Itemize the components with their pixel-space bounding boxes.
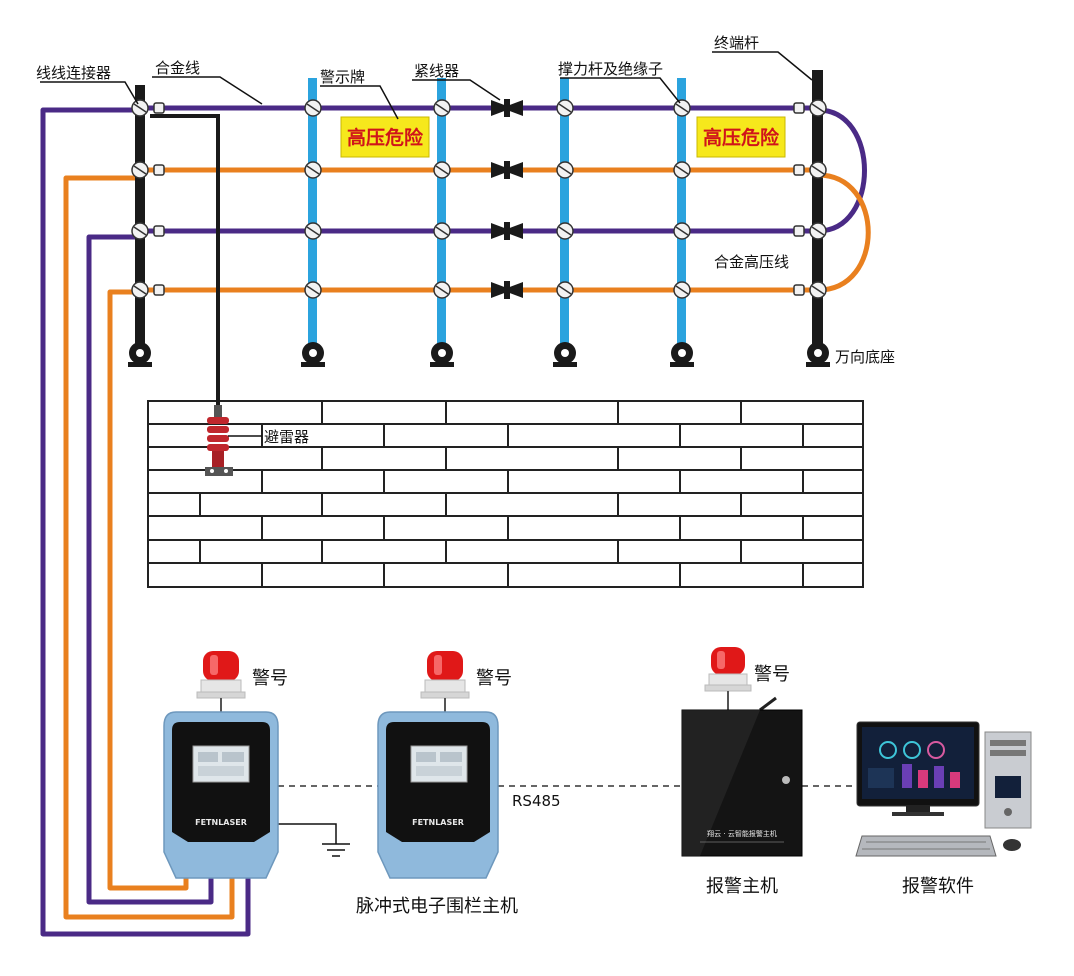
warning-sign-1: 高压危险	[340, 116, 430, 158]
label-support-pole: 撑力杆及绝缘子	[558, 60, 663, 78]
base-5	[670, 342, 694, 367]
label-tensioner: 紧线器	[414, 62, 459, 80]
insulators	[131, 99, 827, 299]
warning-sign-2: 高压危险	[696, 116, 786, 158]
tensioner-2	[491, 161, 523, 179]
label-alarm-2: 警号	[476, 668, 512, 689]
terminal-pole	[812, 70, 823, 345]
base-1	[128, 342, 152, 367]
pulse-fence-host-2: FETNLASER	[377, 711, 499, 879]
support-pole-2	[437, 78, 446, 346]
fence-poles	[135, 70, 823, 346]
feed-wire-orange-2	[107, 289, 189, 891]
base-6	[806, 342, 830, 367]
fence-wires	[140, 105, 871, 293]
label-alarm-1: 警号	[252, 668, 288, 689]
label-warning-sign: 警示牌	[320, 68, 365, 86]
alarm-host-cabinet: 翔云 · 云智能报警主机	[681, 696, 803, 857]
support-pole-3	[560, 78, 569, 346]
computer-mouse	[1003, 839, 1021, 851]
pulse-fence-host-1: FETNLASER	[163, 711, 279, 879]
label-alarm-3: 警号	[754, 664, 790, 685]
base-2	[301, 342, 325, 367]
hv-loop-orange	[817, 172, 871, 293]
computer-tower	[984, 731, 1032, 829]
alarm-beacon-3	[704, 647, 752, 710]
tensioner-3	[491, 222, 523, 240]
alarm-beacon-1	[196, 651, 246, 712]
label-hv-alloy-wire: 合金高压线	[714, 253, 789, 271]
computer-keyboard	[855, 835, 997, 857]
feed-wire-orange-1	[63, 175, 235, 920]
label-pulse-host: 脉冲式电子围栏主机	[356, 896, 518, 917]
device-brand-2: FETNLASER	[412, 818, 464, 827]
label-alarm-host: 报警主机	[706, 876, 778, 897]
tensioner-4	[491, 281, 523, 299]
base-3	[430, 342, 454, 367]
label-alloy-wire: 合金线	[155, 59, 200, 77]
feed-wires	[40, 107, 251, 937]
warning-sign-text-1: 高压危险	[347, 126, 424, 149]
lightning-arrester	[205, 405, 233, 476]
leader-lines	[40, 51, 813, 437]
label-wire-connector: 线线连接器	[36, 64, 111, 82]
support-pole-insulators	[304, 99, 827, 299]
label-rs485: RS485	[512, 792, 561, 810]
feed-wire-purple-2	[86, 234, 214, 905]
label-alarm-software: 报警软件	[902, 876, 974, 897]
device-brand-1: FETNLASER	[195, 818, 247, 827]
ground-symbol	[278, 823, 350, 857]
start-pole-insulators	[131, 99, 165, 299]
base-4	[553, 342, 577, 367]
warning-sign-text-2: 高压危险	[703, 126, 780, 149]
tensioner-1	[491, 99, 523, 117]
label-terminal-pole: 终端杆	[714, 34, 759, 52]
support-pole-1	[308, 78, 317, 346]
alarm-host-brand: 翔云 · 云智能报警主机	[707, 829, 777, 838]
start-pole	[135, 85, 145, 345]
label-lightning-arrester: 避雷器	[264, 428, 309, 446]
feed-wire-purple-1	[40, 107, 251, 937]
universal-bases	[128, 342, 830, 367]
alarm-beacon-2	[420, 651, 470, 712]
label-universal-base: 万向底座	[835, 348, 895, 366]
tensioners	[491, 99, 523, 299]
computer-monitor	[856, 721, 980, 816]
arrester-wire	[150, 114, 220, 405]
hv-loop-purple	[817, 107, 867, 234]
brick-wall	[147, 400, 864, 588]
support-pole-4	[677, 78, 686, 346]
